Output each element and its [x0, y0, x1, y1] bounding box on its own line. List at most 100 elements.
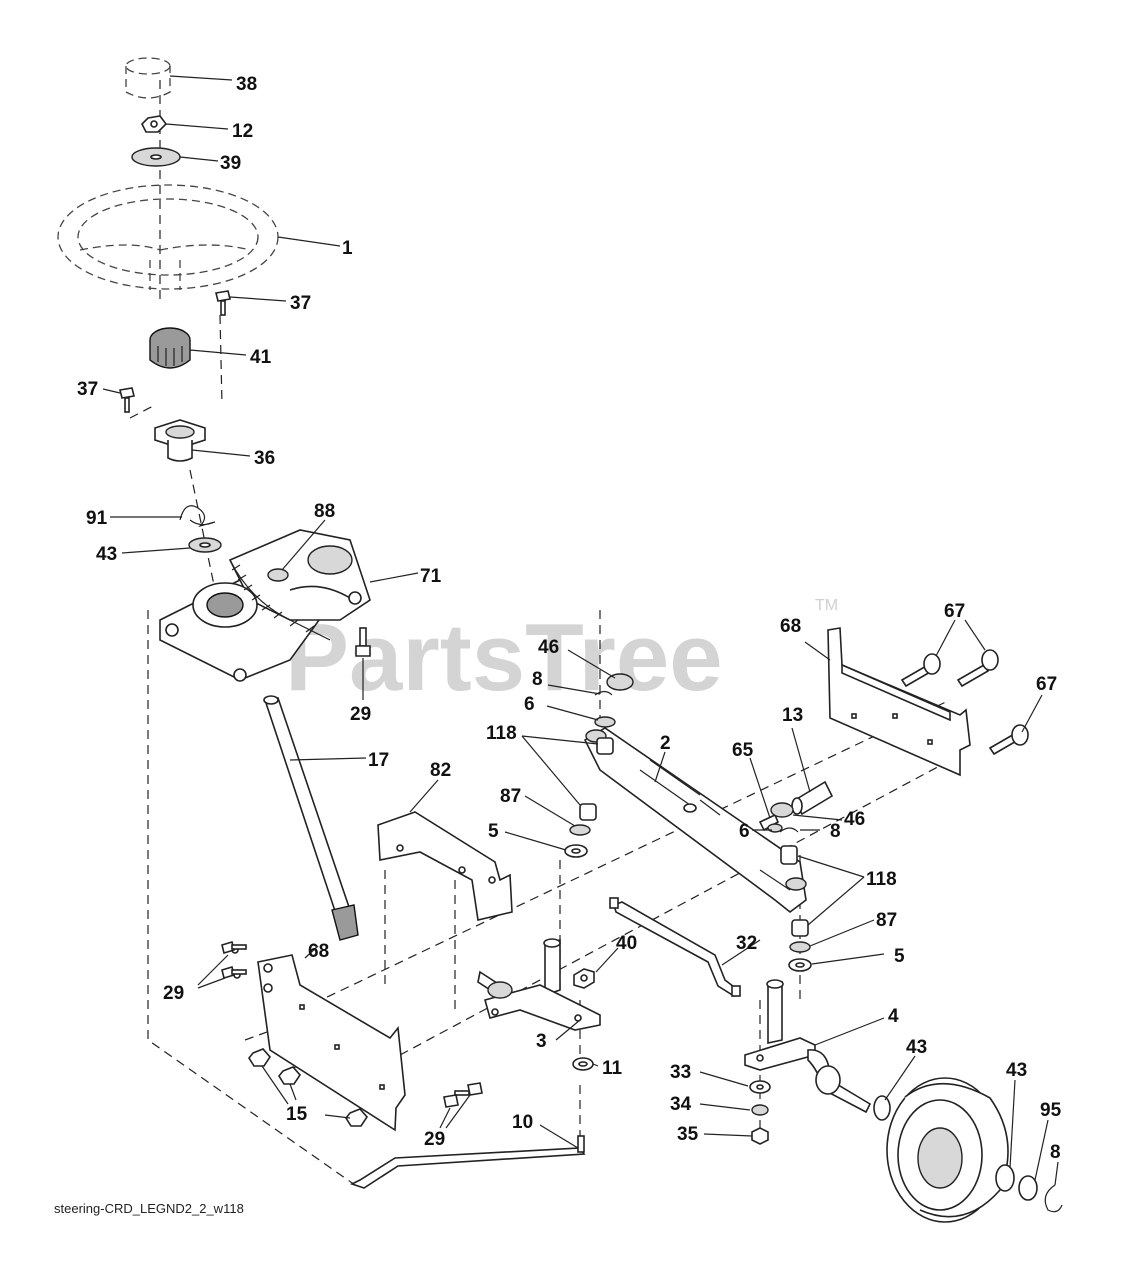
callout-118-right: 118	[866, 869, 897, 890]
bolt-29-gear	[355, 627, 371, 657]
callout-34: 34	[670, 1094, 692, 1115]
washer-43-wheel	[995, 1164, 1015, 1192]
washer-33	[749, 1080, 771, 1094]
washer-11	[572, 1057, 594, 1071]
callout-13: 13	[782, 705, 803, 726]
drag-link-10	[349, 1135, 586, 1189]
bushing-118-right-top	[780, 845, 798, 865]
spindle-4	[744, 979, 872, 1114]
callout-10: 10	[512, 1112, 533, 1133]
clip-8-wheel	[1044, 1184, 1063, 1213]
callout-36: 36	[254, 448, 275, 469]
bearing-flange-36	[154, 419, 206, 462]
column-axis-line	[189, 469, 216, 591]
callout-43-spindle: 43	[906, 1037, 927, 1058]
bracket-82	[377, 811, 513, 921]
cap-46-right	[770, 802, 794, 818]
bolt-37-left	[119, 387, 135, 413]
callout-5-right: 5	[894, 946, 905, 967]
steering-shaft-17	[263, 695, 359, 941]
callout-46-left: 46	[538, 637, 559, 658]
callout-38: 38	[236, 74, 257, 95]
diagram-caption: steering-CRD_LEGND2_2_w118	[54, 1201, 244, 1216]
callout-2: 2	[660, 733, 671, 754]
callout-71: 71	[420, 566, 442, 587]
callout-40: 40	[616, 933, 637, 954]
steering-adapter-41	[149, 327, 191, 369]
callout-43-wheel: 43	[1006, 1060, 1027, 1081]
bolts-67	[900, 649, 1029, 756]
callout-33: 33	[670, 1062, 691, 1083]
callout-1: 1	[342, 238, 353, 259]
axle-axis-line-a	[299, 699, 951, 1011]
callout-29-gear: 29	[350, 704, 371, 725]
callout-11: 11	[602, 1058, 623, 1079]
washer-87-left	[569, 824, 591, 836]
spacer-tube-13	[791, 780, 834, 816]
bolts-29-left	[221, 940, 247, 980]
callout-95: 95	[1040, 1100, 1062, 1121]
bolts-29-right	[443, 1082, 483, 1108]
nuts-15	[248, 1048, 369, 1127]
bushing-118-left-top	[596, 737, 614, 755]
washer-34	[751, 1104, 769, 1116]
bolt-axis-lines	[129, 314, 223, 419]
front-axle-2	[583, 727, 807, 914]
washer-5-right	[788, 958, 812, 972]
callout-35: 35	[677, 1124, 699, 1145]
callout-8-wheel: 8	[1050, 1142, 1061, 1163]
nut-35	[751, 1127, 769, 1145]
watermark: PartsTree	[285, 604, 723, 711]
mounting-plate-68-right	[827, 627, 971, 777]
watermark-trademark: TM	[815, 597, 838, 614]
nut-40	[573, 968, 595, 989]
cap-46-left	[606, 673, 634, 691]
washer-95	[1018, 1175, 1038, 1201]
callout-29-lower: 29	[424, 1129, 445, 1150]
callout-37-right: 37	[290, 293, 311, 314]
washer-5-left	[564, 844, 588, 858]
frame-outline-line	[147, 610, 356, 1186]
callout-4: 4	[888, 1006, 899, 1027]
callout-41: 41	[250, 347, 272, 368]
clip-8-right	[779, 827, 799, 833]
callout-29-plate: 29	[163, 983, 184, 1004]
callout-8-left: 8	[532, 669, 543, 690]
callout-68-right: 68	[780, 616, 801, 637]
callout-8-right: 8	[830, 821, 841, 842]
callout-37-left: 37	[77, 379, 98, 400]
callout-91: 91	[86, 508, 108, 529]
callout-12: 12	[232, 121, 253, 142]
callout-68-left: 68	[308, 941, 329, 962]
callout-43-top: 43	[96, 544, 117, 565]
callout-118-left: 118	[486, 723, 517, 744]
washer-6-right	[767, 823, 783, 833]
washer-39	[131, 147, 181, 167]
leader-lines	[102, 75, 1059, 1186]
bolt-37-right	[215, 290, 231, 316]
callout-6-right: 6	[739, 821, 750, 842]
callout-3: 3	[536, 1031, 547, 1052]
bushing-118-left-bot	[579, 803, 597, 821]
tie-rod-32	[609, 897, 741, 998]
steering-cap	[125, 57, 171, 99]
washer-6-left	[594, 716, 616, 728]
washer-87-right	[789, 941, 811, 953]
callout-15: 15	[286, 1104, 308, 1125]
callout-67-side: 67	[1036, 674, 1057, 695]
callout-6-left: 6	[524, 694, 535, 715]
callout-87-left: 87	[500, 786, 521, 807]
callout-82: 82	[430, 760, 451, 781]
washer-43-top	[188, 537, 222, 553]
callout-65: 65	[732, 740, 754, 761]
callout-87-right: 87	[876, 910, 897, 931]
washer-43-spindle	[873, 1095, 891, 1121]
callout-5-left: 5	[488, 821, 499, 842]
mounting-plate-68-left	[231, 946, 406, 1132]
nut-12	[141, 115, 168, 133]
callout-88: 88	[314, 501, 335, 522]
bushing-118-right-bot	[791, 919, 809, 937]
callout-32: 32	[736, 933, 757, 954]
steering-gear-assembly	[159, 529, 371, 682]
